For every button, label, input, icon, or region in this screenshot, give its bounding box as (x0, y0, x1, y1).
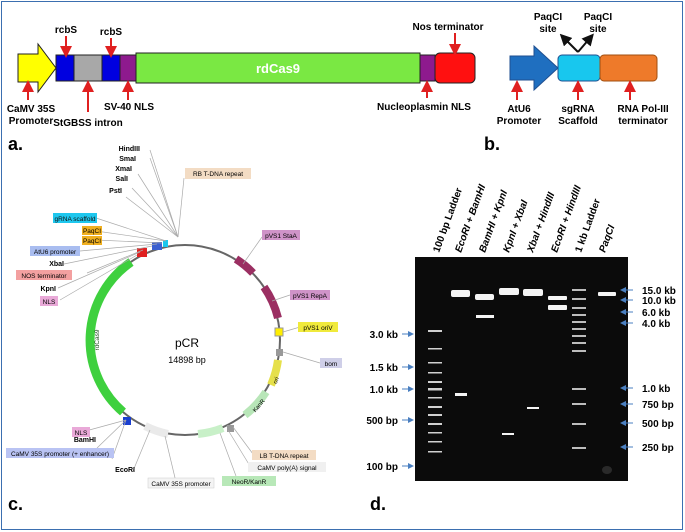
left-marker-1-5kb: 1.5 kb (370, 363, 398, 374)
feature-bamhi: BamHI (74, 437, 96, 444)
panel-d-label: d. (370, 494, 386, 514)
right-marker-4kb: 4.0 kb (642, 319, 670, 330)
nos-term-marker (137, 248, 147, 257)
feature-xmai: XmaI (115, 166, 132, 173)
sgrna-scaffold-box (557, 54, 601, 82)
camv35s-promoter-arrow (17, 42, 57, 94)
panel-b-label: b. (484, 134, 500, 154)
right-marker-250bp: 250 bp (642, 443, 674, 454)
nucleoplasmin-nls-box (419, 54, 436, 82)
atu6-promoter-label: Promoter (497, 116, 542, 127)
sv40-nls-box (119, 54, 137, 82)
left-marker-500bp: 500 bp (366, 416, 398, 427)
panel-d: 100 bp Ladder EcoRI + BamHI BamHI + KpnI… (366, 183, 676, 514)
feature-pvs1-oriv: pVS1 oriV (303, 325, 333, 332)
pvs1-staa-arc (233, 255, 256, 276)
feature-pvs1-repa: pVS1 RepA (293, 293, 328, 300)
camv35s-label: CaMV 35S (7, 104, 56, 115)
feature-nls-bottom: NLS (75, 430, 88, 437)
plasmid-size: 14898 bp (168, 355, 206, 365)
nos-terminator-label: Nos terminator (412, 22, 483, 33)
enhancer-marker (123, 417, 131, 425)
rcbs-box-2 (101, 54, 121, 82)
gel-image (415, 257, 628, 481)
feature-camv35s-enhancer: CaMV 35S promoter (+ enhancer) (11, 451, 109, 458)
feature-nls-top: NLS (43, 299, 56, 306)
left-marker-100bp: 100 bp (366, 462, 398, 473)
left-marker-1kb: 1.0 kb (370, 385, 398, 396)
panel-b: PaqCI site PaqCI site AtU6 Promoter sgRN… (484, 12, 669, 154)
sgrna-label: sgRNA (561, 104, 594, 115)
feature-rb-tdna: RB T-DNA repeat (193, 171, 243, 178)
rdcas9-box (135, 52, 421, 84)
paqci-site-label-1a: PaqCI (534, 12, 563, 23)
stgbss-intron-label: StGBSS intron (53, 118, 122, 129)
right-marker-6kb: 6.0 kb (642, 308, 670, 319)
rna-pol3-terminator-box (599, 54, 658, 82)
kanr-arc (242, 389, 270, 419)
panel-a-label: a. (8, 134, 23, 154)
neor-kanr-arc (197, 424, 225, 438)
left-marker-3kb: 3.0 kb (370, 330, 398, 341)
pvs1-oriv-marker (274, 327, 284, 337)
lane-label-8: PaqCI (597, 223, 617, 254)
feature-pvs1-staa: pVS1 StaA (265, 233, 297, 240)
right-marker-750bp: 750 bp (642, 400, 674, 411)
promoter-label: Promoter (9, 116, 54, 127)
panel-c-label: c. (8, 494, 23, 514)
rcbs-box-1 (55, 54, 75, 82)
right-marker-1kb: 1.0 kb (642, 384, 670, 395)
paqci-site-label-2b: site (589, 24, 607, 35)
feature-camv-polya: CaMV poly(A) signal (257, 465, 317, 472)
atu6-label: AtU6 (507, 104, 531, 115)
pvs1-repa-arc (260, 284, 282, 320)
feature-lb-tdna: LB T-DNA repeat (259, 453, 308, 460)
camv35s-promoter-arc (143, 422, 169, 438)
feature-nos-terminator: NOS terminator (21, 273, 67, 280)
feature-hindiii: HindIII (119, 146, 140, 153)
rna-pol3-label: RNA Pol-III (617, 104, 669, 115)
feature-ori: ori (273, 377, 281, 385)
feature-atu6-promoter: AtU6 promoter (34, 249, 77, 256)
sv40-nls-label: SV-40 NLS (104, 102, 154, 113)
feature-bom: bom (325, 361, 338, 368)
feature-sali: SalI (116, 176, 129, 183)
paqci-marker (163, 240, 168, 247)
panel-c: HindIII SmaI XmaI SalI PstI RB T-DNA rep… (6, 146, 342, 514)
atu6-promoter-arrow (509, 44, 559, 92)
rcbs-label-2: rcbS (100, 27, 123, 38)
terminator-label: terminator (618, 116, 668, 127)
lb-marker (227, 425, 234, 432)
right-marker-15kb: 15.0 kb (642, 286, 676, 297)
feature-rdcas9: rdCas9 (94, 329, 101, 350)
ori-arc (267, 359, 282, 387)
right-marker-500bp: 500 bp (642, 419, 674, 430)
nucleoplasmin-nls-label: Nucleoplasmin NLS (377, 102, 471, 113)
feature-xbai: XbaI (49, 261, 64, 268)
paqci-site-label-1b: site (539, 24, 557, 35)
feature-paqci-2: PaqCI (83, 238, 101, 245)
nos-terminator-box (434, 52, 476, 84)
right-marker-10kb: 10.0 kb (642, 296, 676, 307)
rdcas9-arc (85, 258, 134, 416)
rcbs-label-1: rcbS (55, 25, 78, 36)
feature-psti: PstI (109, 188, 122, 195)
stgbss-intron-box (73, 54, 103, 82)
feature-neor-kanr: NeoR/KanR (232, 479, 267, 486)
paqci-site-label-2a: PaqCI (584, 12, 613, 23)
scaffold-label: Scaffold (558, 116, 597, 127)
atu6-marker (152, 242, 162, 250)
feature-paqci-1: PaqCI (83, 228, 101, 235)
plasmid-name: pCR (175, 336, 199, 350)
rdcas9-label: rdCas9 (256, 61, 300, 76)
feature-smai: SmaI (119, 156, 136, 163)
panel-a: rdCas9 rcbS rcbS Nos terminator CaMV 35S… (7, 22, 484, 154)
feature-kpni: KpnI (40, 286, 56, 293)
feature-grna-scaffold: gRNA scaffold (54, 216, 95, 223)
feature-ecori: EcoRI (115, 467, 135, 474)
bom-marker (276, 349, 283, 356)
feature-camv35s-promoter: CaMV 35S promoter (151, 481, 211, 488)
